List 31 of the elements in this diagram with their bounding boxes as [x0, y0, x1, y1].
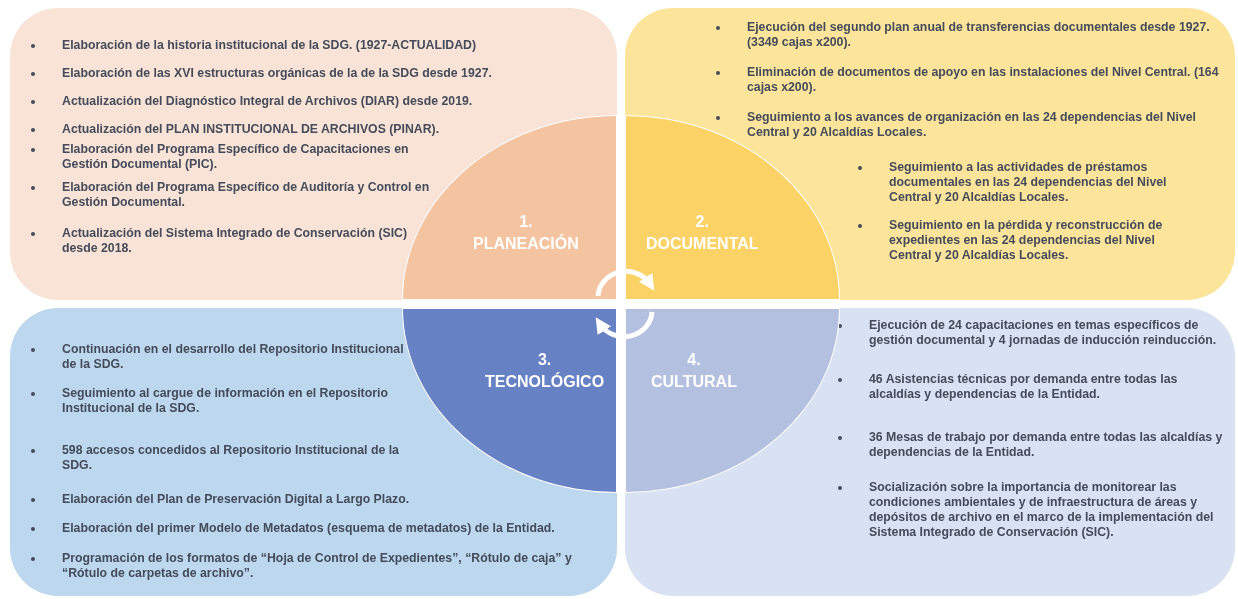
bullet-item: Actualización del Sistema Integrado de Conservación (SIC) desde 2018. [62, 226, 409, 256]
bullet-item: Elaboración de las XVI estructuras orgánicas de la de la SDG desde 1927. [62, 66, 493, 81]
bullet-item: Ejecución de 24 capacitaciones en temas específicos de gestión documental y 4 jornadas de inducción reinducción. [869, 318, 1218, 348]
bullet-item: Elaboración del Plan de Preservación Digital a Largo Plazo. [62, 492, 411, 507]
section-title: 3. TECNOLÓGICO [485, 350, 605, 392]
bullet-item: 36 Mesas de trabajo por demanda entre todas las alcaldías y dependencias de la Entidad. [869, 430, 1224, 460]
section-panel [625, 308, 1235, 596]
bullet-item: Elaboración del primer Modelo de Metadatos (esquema de metadatos) de la Entidad. [62, 521, 556, 536]
bullet-item: Continuación en el desarrollo del Repositorio Institucional de la SDG. [62, 342, 405, 372]
bullet-item: Programación de los formatos de “Hoja de Control de Expedientes”, “Rótulo de caja” y “Rótulo de carpetas de archivo”. [62, 551, 573, 581]
section-title: 4. CULTURAL [651, 350, 737, 392]
section-panel [10, 8, 617, 300]
section-panel [625, 8, 1235, 300]
bullet-item: Seguimiento a los avances de organización en las 24 dependencias del Nivel Central y 20 Alcaldías Locales. [747, 110, 1197, 140]
section-title: 2. DOCUMENTAL [646, 212, 759, 254]
bullet-item: Ejecución del segundo plan anual de transferencias documentales desde 1927. (3349 cajas x200). [747, 20, 1211, 50]
bullet-item: 598 accesos concedidos al Repositorio Institucional de la SDG. [62, 443, 400, 473]
bullet-item: Elaboración del Programa Específico de Auditoría y Control en Gestión Documental. [62, 180, 430, 210]
section-panel [10, 308, 617, 596]
bullet-item: Actualización del PLAN INSTITUCIONAL DE ARCHIVOS (PINAR). [62, 122, 441, 137]
bullet-item: Elaboración de la historia institucional de la SDG. (1927-ACTUALIDAD) [62, 38, 478, 53]
section-title: 1. PLANEACIÓN [473, 212, 579, 254]
bullet-item: Seguimiento al cargue de información en el Repositorio Institucional de la SDG. [62, 386, 389, 416]
bullet-item: Eliminación de documentos de apoyo en las instalaciones del Nivel Central. (164 cajas x200). [747, 65, 1220, 95]
curved-arrow [595, 268, 655, 297]
bullet-item: 46 Asistencias técnicas por demanda entre todas las alcaldías y dependencias de la Entidad. [869, 372, 1179, 402]
bullet-item: Elaboración del Programa Específico de Capacitaciones en Gestión Documental (PIC). [62, 142, 410, 172]
bullet-item: Socialización sobre la importancia de monitorear las condiciones ambientales y de infraestructura de áreas y depósitos de archivo en el marco de la implementación del Sistema Integrado de Conservación (SIC). [869, 480, 1215, 540]
bullet-item: Actualización del Diagnóstico Integral de Archivos (DIAR) desde 2019. [62, 94, 474, 109]
bullet-item: Seguimiento a las actividades de préstamos documentales en las 24 dependencias del Nivel Central y 20 Alcaldías Locales. [889, 160, 1168, 205]
bullet-item: Seguimiento en la pérdida y reconstrucción de expedientes en las 24 dependencias del Nivel Central y 20 Alcaldías Locales. [889, 218, 1164, 263]
